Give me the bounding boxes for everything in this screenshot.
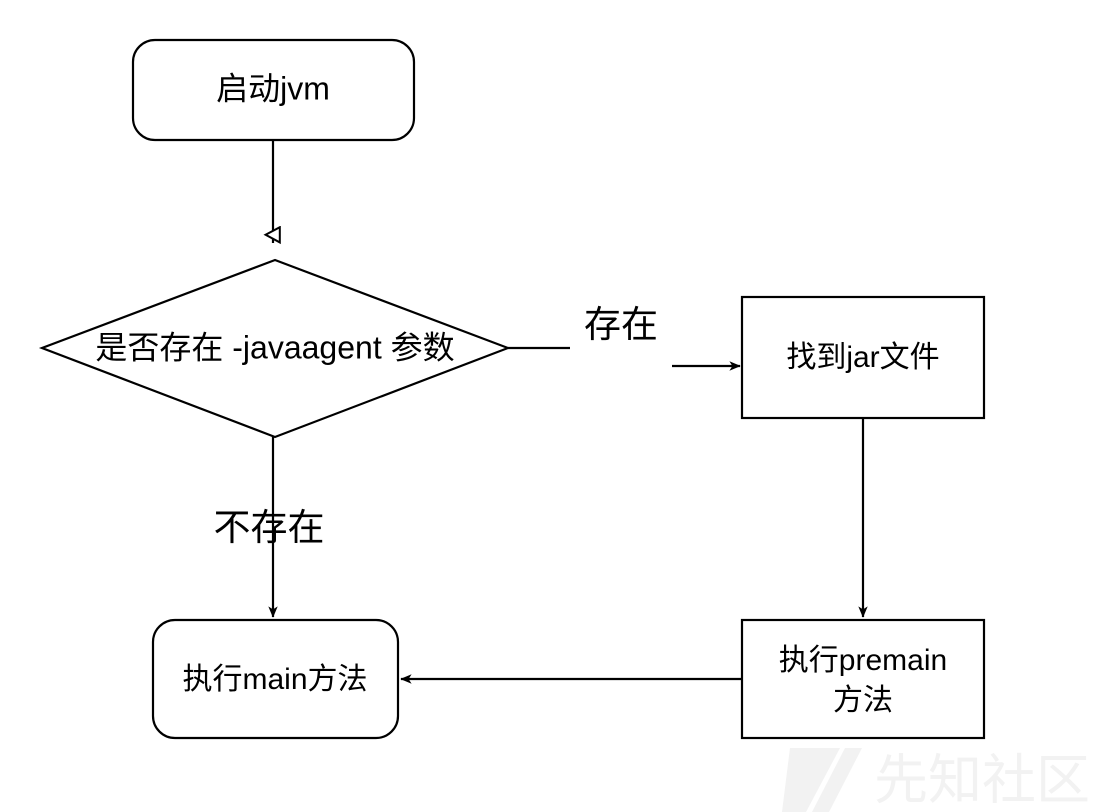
node-main-shape[interactable] [151, 618, 400, 740]
node-find-jar-shape[interactable] [740, 295, 986, 420]
node-start-label: 启动jvm [216, 70, 330, 106]
watermark-text: 先知社区 [874, 750, 1090, 810]
node-find-jar-label: 找到jar文件 [786, 341, 939, 374]
node-find-jar[interactable]: 找到jar文件 [740, 295, 986, 420]
node-decision-label: 是否存在 -javaagent 参数 [95, 329, 454, 365]
edge-label-exists: 存在 [584, 304, 658, 345]
edge-label-not-exists: 不存在 [214, 507, 325, 548]
node-start-shape[interactable] [131, 38, 416, 142]
node-premain-label-line2: 方法 [833, 684, 893, 717]
watermark-logo-slash-icon [812, 748, 862, 812]
node-start[interactable]: 启动jvm [131, 38, 416, 142]
node-premain-shape[interactable] [740, 618, 986, 740]
node-decision[interactable]: 是否存在 -javaagent 参数 [38, 258, 512, 439]
watermark: 先知社区 [782, 748, 1090, 812]
edge-decision-to-find-jar: 存在 [508, 304, 741, 371]
node-premain-label-line1: 执行premain [779, 644, 947, 677]
node-main-label: 执行main方法 [182, 663, 367, 696]
watermark-logo-icon [782, 748, 840, 812]
node-decision-shape[interactable] [38, 258, 512, 439]
edge-decision-to-main: 不存在 [214, 437, 325, 618]
node-premain[interactable]: 执行premain 方法 [740, 618, 986, 740]
node-main[interactable]: 执行main方法 [151, 618, 400, 740]
